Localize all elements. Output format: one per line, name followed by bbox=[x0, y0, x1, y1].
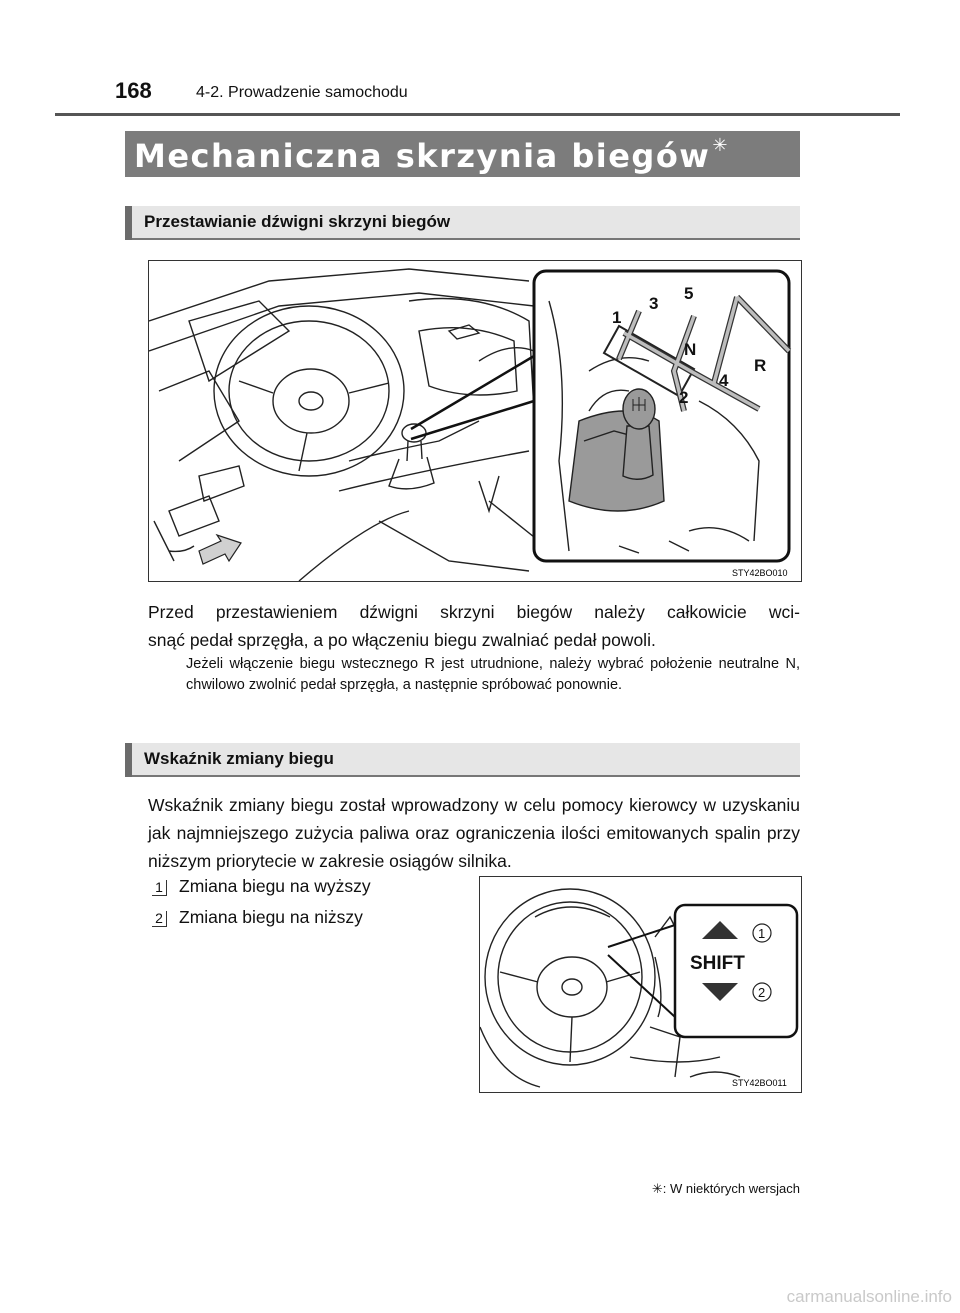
gear-label-r: R bbox=[754, 356, 766, 375]
shift-indicator-paragraph: Wskaźnik zmiany biegu został wprowadzony… bbox=[148, 795, 800, 871]
main-title: Mechaniczna skrzynia biegów✳ bbox=[134, 135, 729, 175]
main-title-bar: Mechaniczna skrzynia biegów✳ bbox=[125, 131, 800, 177]
section-title-shift-indicator: Wskaźnik zmiany biegu bbox=[144, 749, 334, 768]
instrument-panel-drawing: SHIFT 1 2 STY42BO011 bbox=[480, 888, 799, 1088]
section-header-gearshift: Przestawianie dźwigni skrzyni biegów bbox=[125, 206, 800, 240]
gear-label-5: 5 bbox=[684, 284, 693, 303]
watermark[interactable]: carmanualsonline.info bbox=[786, 1287, 952, 1306]
gearshift-paragraph: Przed przestawieniem dźwigni skrzyni bie… bbox=[148, 598, 800, 654]
gear-label-2: 2 bbox=[679, 388, 688, 407]
gearshift-illustration: 1 3 5 N 2 4 R STY42BO010 bbox=[148, 260, 802, 582]
figure-code-1: STY42BO010 bbox=[732, 568, 788, 578]
gear-label-n: N bbox=[684, 340, 696, 359]
reverse-gear-note: Jeżeli włączenie biegu wstecznego R jest… bbox=[186, 656, 800, 693]
chapter-title: 4-2. Prowadzenie samochodu bbox=[196, 84, 408, 101]
indicator-number-1: 1 bbox=[758, 926, 765, 941]
asterisk-icon: ✳ bbox=[712, 135, 729, 156]
asterisk-icon: ✳ bbox=[651, 1181, 663, 1196]
gearshift-paragraph-line2: snąć pedał sprzęgła, a po włączeniu bieg… bbox=[148, 630, 656, 650]
shift-indicator-illustration: SHIFT 1 2 STY42BO011 bbox=[479, 876, 802, 1093]
page-number: 168 bbox=[115, 78, 152, 103]
item-number-1: 1 bbox=[152, 880, 167, 896]
list-item-downshift: 2 Zmiana biegu na niższy bbox=[152, 907, 363, 928]
footnote-text: : W niektórych wersjach bbox=[662, 1181, 800, 1196]
gearshift-paragraph-line1: Przed przestawieniem dźwigni skrzyni bie… bbox=[148, 602, 800, 622]
section-title-gearshift: Przestawianie dźwigni skrzyni biegów bbox=[144, 212, 451, 231]
downshift-arrow-icon bbox=[702, 983, 738, 1001]
header-rule bbox=[55, 113, 900, 116]
item-label-downshift: Zmiana biegu na niższy bbox=[179, 907, 363, 927]
section-header-shift-indicator: Wskaźnik zmiany biegu bbox=[125, 743, 800, 777]
shift-indicator-label: SHIFT bbox=[690, 953, 745, 974]
item-number-2: 2 bbox=[152, 911, 167, 927]
gear-label-1: 1 bbox=[612, 308, 621, 327]
footnote: ✳: W niektórych wersjach bbox=[652, 1181, 800, 1197]
cockpit-drawing: 1 3 5 N 2 4 R STY42BO010 bbox=[149, 268, 792, 581]
gear-label-4: 4 bbox=[719, 371, 729, 390]
indicator-number-2: 2 bbox=[758, 985, 765, 1000]
gear-label-3: 3 bbox=[649, 294, 658, 313]
list-item-upshift: 1 Zmiana biegu na wyższy bbox=[152, 876, 371, 897]
item-label-upshift: Zmiana biegu na wyższy bbox=[179, 876, 371, 896]
figure-code-2: STY42BO011 bbox=[732, 1078, 787, 1088]
